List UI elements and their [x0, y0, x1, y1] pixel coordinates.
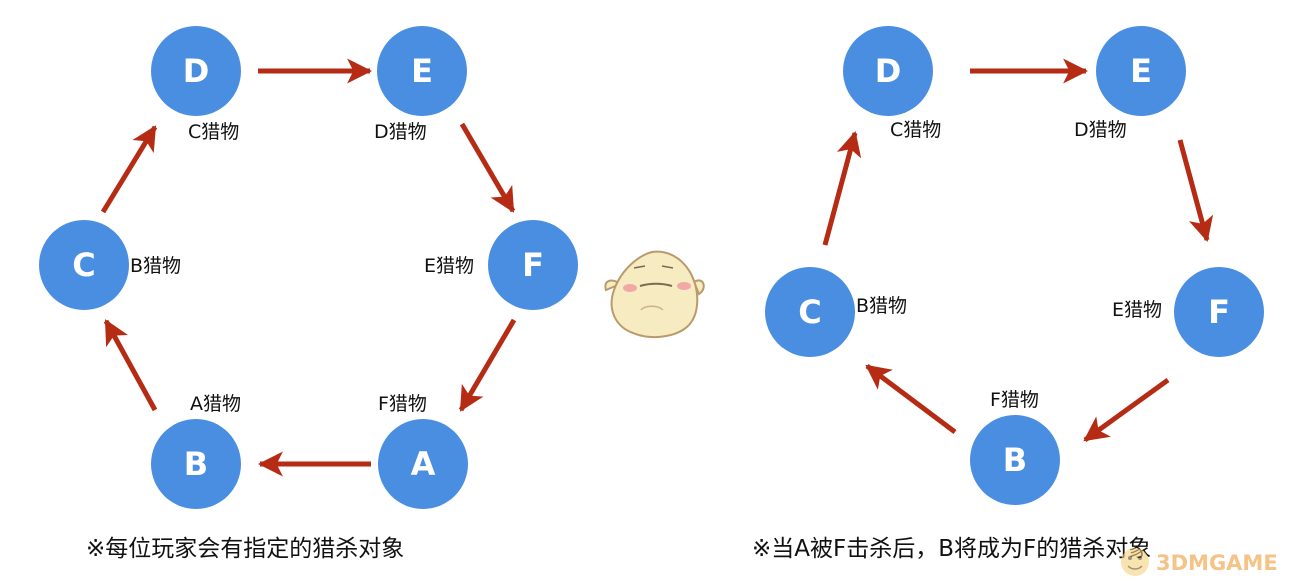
right-node-D: D C猎物 — [843, 26, 941, 141]
node-letter: F — [522, 246, 544, 284]
left-node-A: A F猎物 — [378, 393, 468, 509]
node-letter: B — [184, 445, 208, 483]
right-diagram: D C猎物 E D猎物 F E猎物 B F猎物 C B猎物 ※当A被F击杀后，B… — [752, 26, 1264, 562]
node-letter: E — [1130, 52, 1152, 90]
node-letter: D — [183, 52, 210, 90]
node-letter: B — [1003, 441, 1027, 479]
right-edge-B-C — [867, 366, 955, 432]
left-edge-E-F — [462, 124, 513, 211]
chick-mascot-icon — [605, 252, 703, 337]
node-letter: F — [1208, 293, 1230, 331]
prey-label: A猎物 — [190, 393, 241, 415]
right-node-B: B F猎物 — [970, 389, 1060, 505]
prey-label: C猎物 — [188, 121, 239, 143]
prey-label: F猎物 — [990, 389, 1039, 411]
right-edge-E-F — [1180, 140, 1207, 240]
right-node-E: E D猎物 — [1074, 26, 1186, 141]
prey-label: E猎物 — [424, 255, 474, 277]
node-letter: A — [411, 445, 436, 483]
prey-label: D猎物 — [374, 121, 427, 143]
left-node-B: B A猎物 — [151, 393, 241, 509]
prey-label: C猎物 — [890, 119, 941, 141]
right-edge-F-B — [1085, 380, 1168, 440]
node-letter: E — [411, 52, 433, 90]
right-edges — [825, 71, 1207, 440]
right-node-F: F E猎物 — [1112, 267, 1264, 357]
left-node-D: D C猎物 — [151, 26, 241, 143]
node-letter: C — [798, 293, 821, 331]
left-node-F: F E猎物 — [424, 220, 578, 310]
prey-label: B猎物 — [856, 295, 907, 317]
left-diagram: D C猎物 E D猎物 F E猎物 A F猎物 B A猎物 C B猎物 — [39, 26, 578, 562]
right-caption: ※当A被F击杀后，B将成为F的猎杀对象 — [752, 536, 1151, 562]
watermark: 3DMGAME — [1121, 548, 1278, 576]
left-node-C: C B猎物 — [39, 220, 181, 310]
left-edge-B-C — [106, 321, 155, 410]
left-node-E: E D猎物 — [374, 26, 467, 143]
right-edge-C-D — [825, 133, 855, 245]
prey-label: D猎物 — [1074, 119, 1127, 141]
node-letter: C — [72, 246, 95, 284]
left-edge-C-D — [103, 127, 155, 212]
3dm-logo-icon — [1121, 548, 1149, 576]
watermark-text: 3DMGAME — [1156, 551, 1278, 575]
prey-label: F猎物 — [378, 393, 427, 415]
prey-label: B猎物 — [130, 255, 181, 277]
node-letter: D — [875, 52, 902, 90]
left-caption: ※每位玩家会有指定的猎杀对象 — [86, 536, 404, 562]
prey-label: E猎物 — [1112, 299, 1162, 321]
right-node-C: C B猎物 — [765, 267, 907, 357]
left-edge-F-A — [461, 320, 514, 410]
